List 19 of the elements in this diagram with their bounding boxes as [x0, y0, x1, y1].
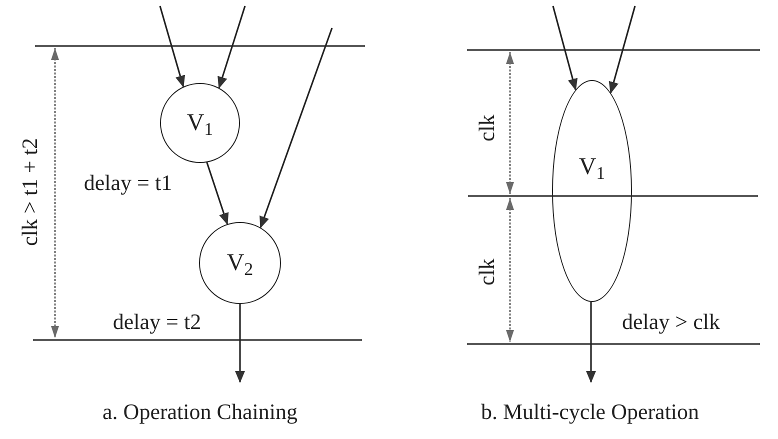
- arrow: [260, 28, 333, 228]
- arrow: [608, 6, 636, 94]
- operation-circle: V$_{2}$: [199, 222, 281, 304]
- figure-caption: b. Multi-cycle Operation: [480, 401, 700, 423]
- timing-label: delay = t1: [84, 172, 172, 194]
- arrow: [206, 162, 229, 225]
- timing-label: delay > clk: [622, 311, 720, 333]
- operation-ellipse: V$_{1}$: [552, 80, 632, 302]
- arrow: [552, 6, 578, 91]
- timing-label: clk: [476, 114, 498, 142]
- arrow: [235, 304, 245, 383]
- figure-caption: a. Operation Chaining: [102, 401, 298, 423]
- arrow: [586, 302, 596, 383]
- arrow: [218, 6, 246, 89]
- arrow: [159, 6, 186, 88]
- timing-label: clk: [476, 258, 498, 286]
- timing-label: clk > t1 + t2: [19, 138, 41, 246]
- operation-circle: V$_{1}$: [160, 83, 240, 163]
- timing-label: delay = t2: [112, 311, 202, 333]
